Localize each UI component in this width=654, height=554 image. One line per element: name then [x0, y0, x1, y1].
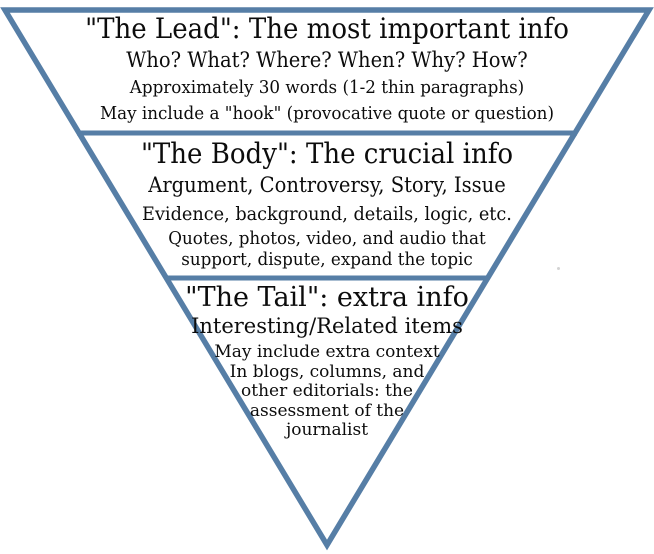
body-section-line: support, dispute, expand the topic [181, 249, 473, 270]
pyramid-section-body: "The Body": The crucial info Argument, C… [23, 137, 631, 271]
speck-artifact [557, 267, 560, 270]
body-section-title: "The Body": The crucial info [140, 137, 514, 170]
tail-section-line: assessment of the [249, 400, 405, 421]
pyramid-section-lead: "The Lead": The most important info Who?… [23, 13, 631, 127]
tail-section-line: In blogs, columns, and [229, 361, 425, 382]
lead-section-line: Who? What? Where? When? Why? How? [126, 48, 528, 72]
body-section-line: Quotes, photos, video, and audio that [168, 228, 486, 249]
tail-section-line: May include extra context [214, 342, 440, 362]
tail-section-line: other editorials: the [241, 381, 413, 401]
tail-section-line: Interesting/Related items [191, 314, 463, 338]
tail-section-line: journalist [285, 420, 369, 440]
body-section-line: Argument, Controversy, Story, Issue [148, 173, 506, 197]
pyramid-section-tail: "The Tail": extra info Interesting/Relat… [0, 283, 654, 441]
lead-section-title: "The Lead": The most important info [85, 12, 569, 45]
body-section-line: Evidence, background, details, logic, et… [142, 203, 512, 225]
lead-section-line: May include a "hook" (provocative quote … [100, 103, 554, 124]
tail-section-title: "The Tail": extra info [185, 282, 469, 313]
lead-section-line: Approximately 30 words (1-2 thin paragra… [129, 77, 525, 98]
